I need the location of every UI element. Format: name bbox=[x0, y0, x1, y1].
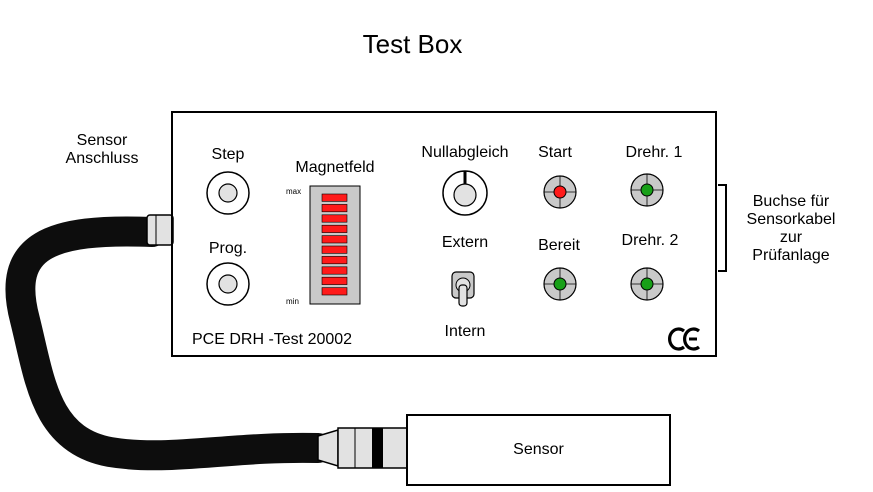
sensor-label: Sensor bbox=[513, 441, 564, 458]
extern-intern-toggle[interactable] bbox=[451, 271, 475, 307]
magnetfeld-segments bbox=[321, 193, 348, 296]
magnetfeld-segment bbox=[321, 276, 348, 285]
magnetfeld-max-label: max bbox=[286, 187, 302, 196]
drehr2-label: Drehr. 2 bbox=[621, 232, 679, 249]
buchse-label: Buchse für Sensorkabel zur Prüfanlage bbox=[736, 193, 846, 265]
magnetfeld-segment bbox=[321, 204, 348, 213]
magnetfeld-label: Magnetfeld bbox=[295, 159, 375, 176]
sensor-anschluss-label: Sensor Anschluss bbox=[52, 132, 152, 167]
magnetfeld-segment bbox=[321, 256, 348, 265]
magnetfeld-segment bbox=[321, 235, 348, 244]
model-label: PCE DRH -Test 20002 bbox=[192, 331, 353, 348]
start-led bbox=[543, 175, 577, 209]
nullabgleich-knob[interactable] bbox=[442, 170, 488, 216]
drehr2-led bbox=[630, 267, 664, 301]
buchse-line: zur bbox=[779, 229, 803, 247]
intern-label: Intern bbox=[444, 323, 486, 340]
start-label: Start bbox=[538, 144, 572, 161]
bereit-led bbox=[543, 267, 577, 301]
step-button[interactable] bbox=[206, 171, 250, 215]
buchse-line: Buchse für bbox=[752, 193, 830, 210]
magnetfeld-min-label: min bbox=[286, 297, 299, 306]
buchse-line: Prüfanlage bbox=[752, 247, 830, 265]
step-label: Step bbox=[211, 146, 245, 163]
magnetfeld-segment bbox=[321, 287, 348, 296]
sensor-anschluss-line: Sensor bbox=[76, 132, 128, 149]
sensor-connector bbox=[317, 427, 409, 469]
magnetfeld-segment bbox=[321, 193, 348, 202]
box-connector bbox=[146, 214, 174, 246]
sensor-cable bbox=[5, 216, 333, 471]
sensor-anschluss-line: Anschluss bbox=[65, 149, 139, 167]
buchse-line: Sensorkabel bbox=[746, 211, 836, 229]
magnetfeld-segment bbox=[321, 245, 348, 254]
page-title: Test Box bbox=[362, 29, 463, 59]
extern-label: Extern bbox=[441, 234, 489, 251]
sensor-body bbox=[406, 414, 671, 486]
magnetfeld-segment bbox=[321, 266, 348, 275]
magnetfeld-segment bbox=[321, 214, 348, 223]
nullabgleich-label: Nullabgleich bbox=[421, 144, 509, 161]
magnetfeld-segment bbox=[321, 224, 348, 233]
prog-label: Prog. bbox=[208, 240, 248, 257]
drehr1-label: Drehr. 1 bbox=[625, 144, 683, 161]
bereit-label: Bereit bbox=[538, 237, 580, 254]
ce-mark-logo bbox=[668, 327, 701, 351]
drehr1-led bbox=[630, 173, 664, 207]
test-box-panel bbox=[171, 111, 717, 357]
socket-bracket bbox=[718, 184, 727, 272]
prog-button[interactable] bbox=[206, 262, 250, 306]
